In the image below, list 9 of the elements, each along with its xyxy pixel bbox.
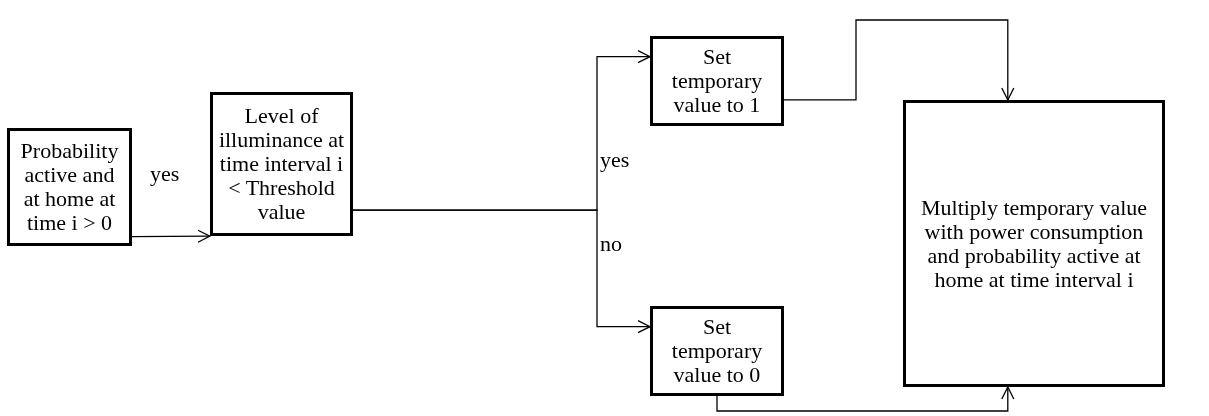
arrow: [716, 386, 1015, 412]
arrow: [783, 19, 1015, 101]
process-box: Set temporary value to 1: [650, 36, 784, 126]
process-box: Probability active and at home at time i > 0: [7, 128, 132, 246]
process-box: Level of illuminance at time interval i < Threshold value: [210, 92, 353, 236]
arrow: [352, 209, 651, 334]
process-box: Multiply temporary value with power consumption and probability active at home at time interval i: [903, 100, 1165, 387]
arrow: [131, 229, 211, 243]
process-box: Set temporary value to 0: [650, 306, 784, 396]
